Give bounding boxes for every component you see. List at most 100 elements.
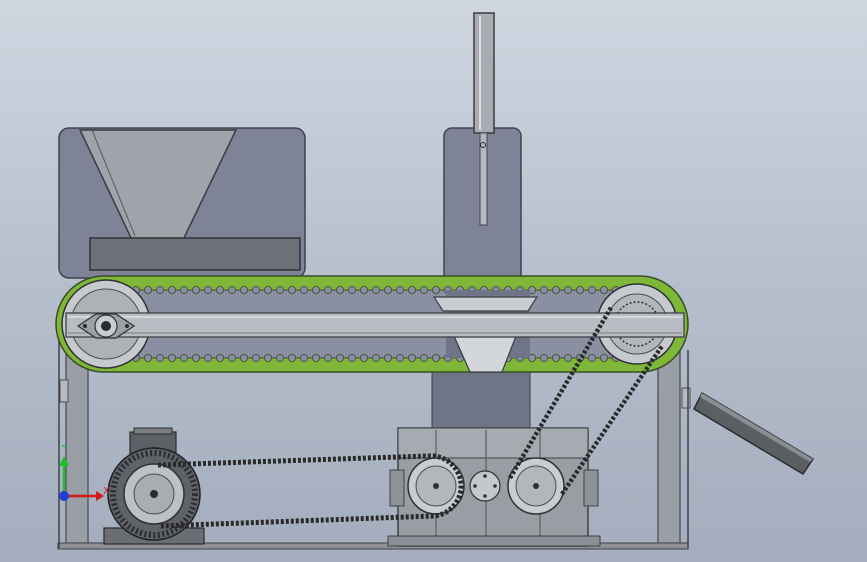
y-axis-arrowhead-icon (59, 456, 69, 466)
z-axis-dot-icon (59, 491, 69, 501)
belt-tooth (359, 285, 368, 294)
belt-tooth (167, 285, 176, 294)
belt-tooth (311, 353, 320, 362)
belt-tooth (251, 353, 260, 362)
belt-tooth (143, 285, 152, 294)
belt-tooth (371, 285, 380, 294)
motor-v-belt (157, 453, 464, 529)
motor-terminal-cap (133, 427, 173, 435)
belt-tooth (540, 353, 549, 362)
belt-teeth-bottom (108, 353, 633, 362)
belt-tooth (263, 285, 272, 294)
belt-tooth (576, 285, 585, 294)
chute-plate (693, 391, 815, 476)
belt-tooth (371, 353, 380, 362)
belt-tooth (588, 353, 597, 362)
belt-tooth (383, 353, 392, 362)
chute-top-face (700, 393, 813, 462)
belt-tooth (431, 353, 440, 362)
frame-right-bracket (681, 387, 691, 409)
belt-tooth (191, 353, 200, 362)
press-cylinder (473, 12, 495, 134)
belt-tooth (335, 285, 344, 294)
hub-bolt-4 (473, 484, 477, 488)
mold-hopper-upper (432, 296, 539, 312)
gearbox-foot (387, 535, 601, 547)
hopper-assembly (58, 127, 306, 279)
belt-tooth (155, 285, 164, 294)
belt-tooth (179, 285, 188, 294)
gearbox (387, 427, 601, 547)
belt-tooth (167, 353, 176, 362)
belt-tooth (395, 285, 404, 294)
belt-tooth (540, 285, 549, 294)
belt-tooth (215, 353, 224, 362)
belt-tooth (311, 285, 320, 294)
belt-tooth (299, 285, 308, 294)
coordinate-triad: X (59, 445, 110, 501)
belt-tooth (227, 285, 236, 294)
belt-tooth (179, 353, 188, 362)
belt-tooth (335, 353, 344, 362)
belt-tooth (600, 285, 609, 294)
frame-left-bracket (59, 379, 69, 403)
belt-tooth (323, 285, 332, 294)
belt-tooth (552, 285, 561, 294)
belt-tooth (419, 353, 428, 362)
bearing-bolt-right (125, 324, 129, 328)
belt-tooth (251, 285, 260, 294)
belt-tooth (299, 353, 308, 362)
belt-tooth (419, 285, 428, 294)
belt-tooth (383, 285, 392, 294)
gearbox-top-cover (397, 427, 589, 459)
belt-tooth (323, 353, 332, 362)
belt-tooth (407, 353, 416, 362)
belt-tooth (407, 285, 416, 294)
belt-tooth (191, 285, 200, 294)
press-tower (431, 12, 531, 456)
belt-tooth (143, 353, 152, 362)
belt-tooth (347, 353, 356, 362)
belt-tooth (239, 285, 248, 294)
drive-chain-left-strand (508, 304, 614, 480)
bearing-bore (101, 321, 111, 331)
gearbox-input-bore (433, 483, 439, 489)
belt-tooth (287, 285, 296, 294)
hub-bolt-2 (493, 484, 497, 488)
belt-tooth (552, 353, 561, 362)
belt-tooth (275, 353, 284, 362)
rod-pin (480, 142, 486, 148)
x-axis-arrowhead-icon (96, 491, 104, 501)
motor-fins (110, 450, 198, 538)
gearbox-center-hub (469, 470, 501, 502)
conveyor-rail (65, 312, 685, 338)
hopper-base-plate (89, 237, 301, 271)
belt-tooth (359, 353, 368, 362)
belt-tooth (263, 353, 272, 362)
hub-bolt-3 (483, 494, 487, 498)
discharge-chute (693, 391, 815, 476)
belt-tooth (564, 353, 573, 362)
gearbox-flange-right (583, 469, 599, 507)
belt-tooth (347, 285, 356, 294)
belt-tooth (155, 353, 164, 362)
piston-rod (479, 132, 488, 226)
belt-tooth (431, 285, 440, 294)
gearbox-flange-left (389, 469, 405, 507)
electric-motor (103, 427, 205, 545)
belt-tooth (588, 285, 597, 294)
belt-tooth (203, 353, 212, 362)
gearbox-output-bore (533, 483, 539, 489)
drive-belts (157, 304, 664, 529)
belt-tooth (239, 353, 248, 362)
bearing-bolt-left (83, 324, 87, 328)
belt-tooth (215, 285, 224, 294)
tail-bearing (76, 313, 136, 339)
motor-shaft (150, 490, 158, 498)
main-frame (57, 327, 691, 550)
belt-tooth (203, 285, 212, 294)
belt-tooth (564, 285, 573, 294)
belt-tooth (275, 285, 284, 294)
belt-tooth (287, 353, 296, 362)
